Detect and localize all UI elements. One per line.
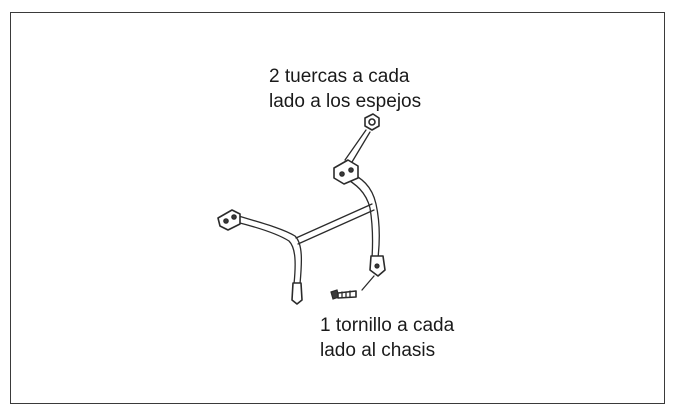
bolt-callout-label: 1 tornillo a cada lado al chasis [320,313,454,363]
bolt-callout-line-1: 1 tornillo a cada [320,315,455,336]
nuts-callout-label: 2 tuercas a cada lado a los espejos [269,64,421,114]
left-arm [217,209,303,305]
right-arm [333,159,386,277]
diagram-frame [10,12,665,404]
nut-icon [344,113,380,163]
cross-bar [295,203,375,245]
bolt-callout-line-2: lado al chasis [320,340,436,361]
nuts-callout-line-1: 2 tuercas a cada [269,66,410,87]
bolt-icon [330,275,375,300]
nuts-callout-line-2: lado a los espejos [269,91,422,112]
